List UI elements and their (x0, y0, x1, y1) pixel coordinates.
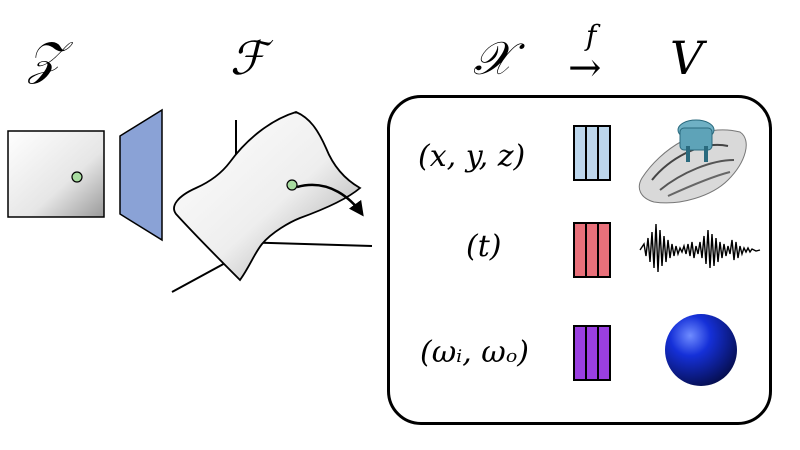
row-1-feature-bars (573, 125, 611, 181)
row-1-input: (x, y, z) (418, 139, 526, 174)
coordinate-space-label: 𝒳 (473, 31, 513, 85)
feature-bar (597, 325, 611, 381)
function-space-label: ℱ (230, 31, 267, 85)
function-point (286, 179, 298, 191)
function-surface (173, 111, 362, 282)
latent-space-label: 𝒵 (28, 31, 64, 85)
3d-shape-icon (638, 119, 747, 204)
feature-bar (597, 222, 611, 278)
row-3-input: (ωᵢ, ωₒ) (420, 335, 529, 370)
decoder-trapezoid (119, 108, 163, 242)
audio-waveform-icon (639, 223, 761, 273)
mapping-arrow (296, 183, 364, 217)
values-label: V (670, 31, 704, 85)
feature-bar (597, 125, 611, 181)
function-f-label: f (586, 19, 597, 52)
row-2-input: (t) (466, 229, 502, 264)
row-2-feature-bars (573, 222, 611, 278)
output-panel (387, 95, 772, 425)
latent-square (7, 130, 105, 218)
row-3-feature-bars (573, 325, 611, 381)
blue-sphere-icon (665, 314, 737, 386)
function-arrow-icon: → (568, 45, 602, 91)
latent-point (71, 171, 83, 183)
